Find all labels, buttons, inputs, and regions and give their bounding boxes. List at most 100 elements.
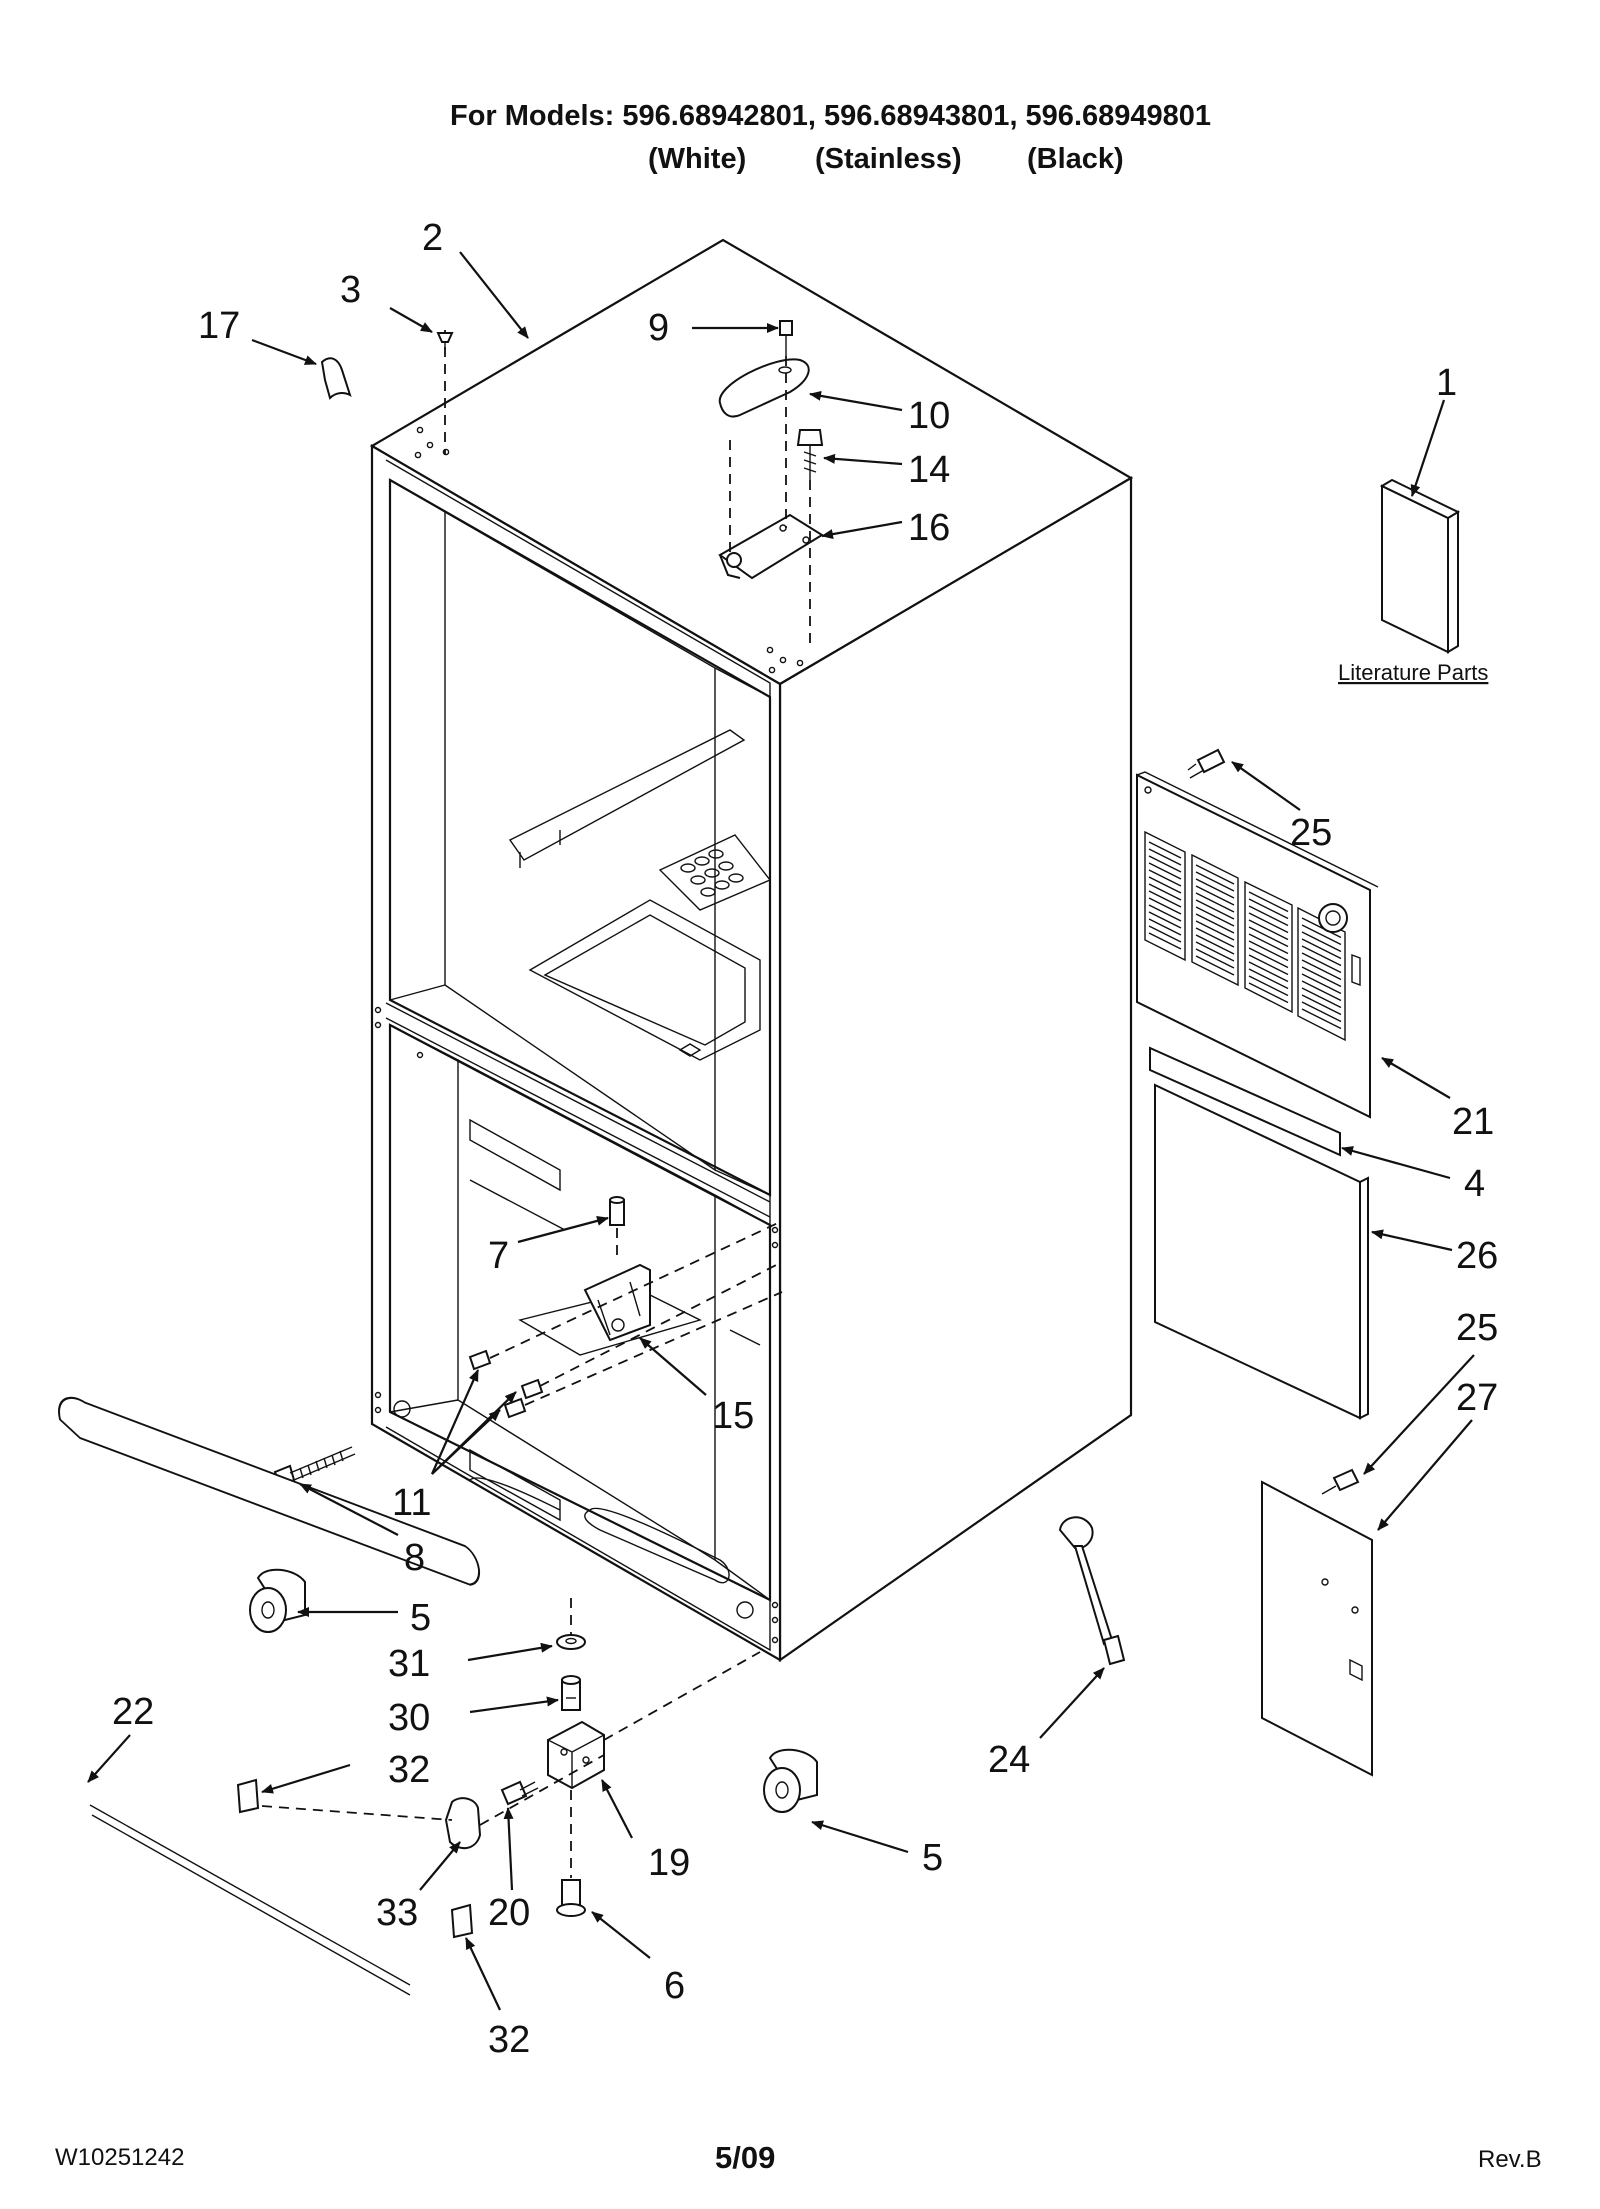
grille-clip-lower xyxy=(450,1903,474,1939)
louver-slat xyxy=(1148,911,1182,929)
louver-slat xyxy=(1301,966,1342,988)
louver-slat xyxy=(1248,961,1289,983)
hinge-cover xyxy=(444,1797,482,1850)
louver-slat xyxy=(1195,871,1235,892)
callout-17: 17 xyxy=(198,305,240,347)
callout-20: 20 xyxy=(488,1892,530,1934)
louver-slat xyxy=(1301,945,1342,967)
louver-slat xyxy=(1301,1001,1342,1023)
callout-25-upper: 25 xyxy=(1290,812,1332,854)
insulation-pad xyxy=(1154,1083,1369,1420)
callout-25-lower: 25 xyxy=(1456,1307,1498,1349)
callout-21: 21 xyxy=(1452,1101,1494,1143)
callout-6: 6 xyxy=(664,1965,685,2007)
louver-slat xyxy=(1301,994,1342,1016)
louver-slat xyxy=(1195,906,1235,927)
louver-slat xyxy=(1248,940,1289,962)
louver-slat xyxy=(1301,938,1342,960)
louver-slat xyxy=(1148,848,1182,866)
louver-slat xyxy=(1148,904,1182,922)
callout-15: 15 xyxy=(712,1395,754,1437)
callout-27: 27 xyxy=(1456,1377,1498,1419)
louver-slat xyxy=(1301,1008,1342,1030)
rear-roller xyxy=(763,1748,818,1813)
doc-number: W10251242 xyxy=(55,2144,185,2171)
louver-slat xyxy=(1248,982,1289,1004)
bottom-hinge-bracket xyxy=(547,1720,605,1790)
callout-32-upper: 32 xyxy=(388,1749,430,1791)
callout-32-lower: 32 xyxy=(488,2019,530,2061)
leveling-leg xyxy=(1058,1516,1126,1666)
callout-8: 8 xyxy=(404,1537,425,1579)
variant-stainless: (Stainless) xyxy=(815,143,962,175)
louver-slat xyxy=(1195,941,1235,962)
louver-slat xyxy=(1195,934,1235,955)
freezer-screws xyxy=(468,1349,544,1419)
models-line: For Models: 596.68942801, 596.68943801, … xyxy=(450,100,1212,132)
louver-slat xyxy=(1195,885,1235,906)
callout-5-rear: 5 xyxy=(922,1837,943,1879)
louver-slat xyxy=(1195,892,1235,913)
callout-31: 31 xyxy=(388,1643,430,1685)
tape-strip xyxy=(320,357,352,400)
callout-14: 14 xyxy=(908,449,950,491)
access-screw-lower xyxy=(1321,1468,1360,1495)
louver-slat xyxy=(1248,905,1289,927)
access-cover-plate xyxy=(1261,1480,1373,1777)
louver-slat xyxy=(1195,955,1235,976)
louver-slat xyxy=(1301,952,1342,974)
louver-slat xyxy=(1195,920,1235,941)
louver-slat xyxy=(1301,973,1342,995)
callout-1: 1 xyxy=(1436,362,1457,404)
cabinet-screw xyxy=(436,332,454,350)
louver-slat xyxy=(1248,891,1289,913)
literature-parts-label: Literature Parts xyxy=(1338,660,1488,685)
louver-slat xyxy=(1195,864,1235,885)
front-roller xyxy=(249,1568,306,1633)
literature-booklet xyxy=(1379,478,1461,654)
louver-slat xyxy=(1148,869,1182,887)
louver-slat xyxy=(1248,919,1289,941)
louver-slat xyxy=(1248,912,1289,934)
louver-slat xyxy=(1148,862,1182,880)
louver-slat xyxy=(1148,918,1182,936)
louver-slat xyxy=(1301,931,1342,953)
revision-code: Rev.B xyxy=(1478,2146,1542,2173)
variant-black: (Black) xyxy=(1027,143,1124,175)
louver-slat xyxy=(1248,968,1289,990)
callout-24: 24 xyxy=(988,1739,1030,1781)
revision-date: 5/09 xyxy=(715,2140,776,2175)
grille-clip-upper xyxy=(236,1778,260,1814)
callout-3: 3 xyxy=(340,269,361,311)
toe-grille xyxy=(58,1396,480,1996)
louver-slat xyxy=(1248,898,1289,920)
louver-slat xyxy=(1248,933,1289,955)
louver-slat xyxy=(1195,899,1235,920)
callout-4: 4 xyxy=(1464,1163,1485,1205)
gasket-strip xyxy=(1149,1046,1341,1157)
louver-slat xyxy=(1148,932,1182,950)
freezer-hinge-bracket xyxy=(583,1263,651,1342)
louver-slat xyxy=(1148,876,1182,894)
callout-2: 2 xyxy=(422,217,443,259)
callout-26: 26 xyxy=(1456,1235,1498,1277)
hinge-pin xyxy=(561,1675,581,1711)
hinge-screw-bottom xyxy=(500,1780,539,1806)
callout-10: 10 xyxy=(908,395,950,437)
louver-slat xyxy=(1301,959,1342,981)
callout-33: 33 xyxy=(376,1892,418,1934)
mullion-stud xyxy=(609,1196,625,1226)
louver-slat xyxy=(1148,883,1182,901)
louver-slat xyxy=(1148,897,1182,915)
louver-slat xyxy=(1301,980,1342,1002)
leader-lines xyxy=(87,251,1475,2011)
refrigerator-cabinet xyxy=(369,238,1134,1663)
louver-slat xyxy=(1148,855,1182,873)
callout-11: 11 xyxy=(392,1482,431,1524)
louver-slat xyxy=(1248,954,1289,976)
callout-30: 30 xyxy=(388,1697,430,1739)
louver-slat xyxy=(1248,975,1289,997)
callout-22: 22 xyxy=(112,1691,154,1733)
hinge-bolt xyxy=(796,429,824,480)
